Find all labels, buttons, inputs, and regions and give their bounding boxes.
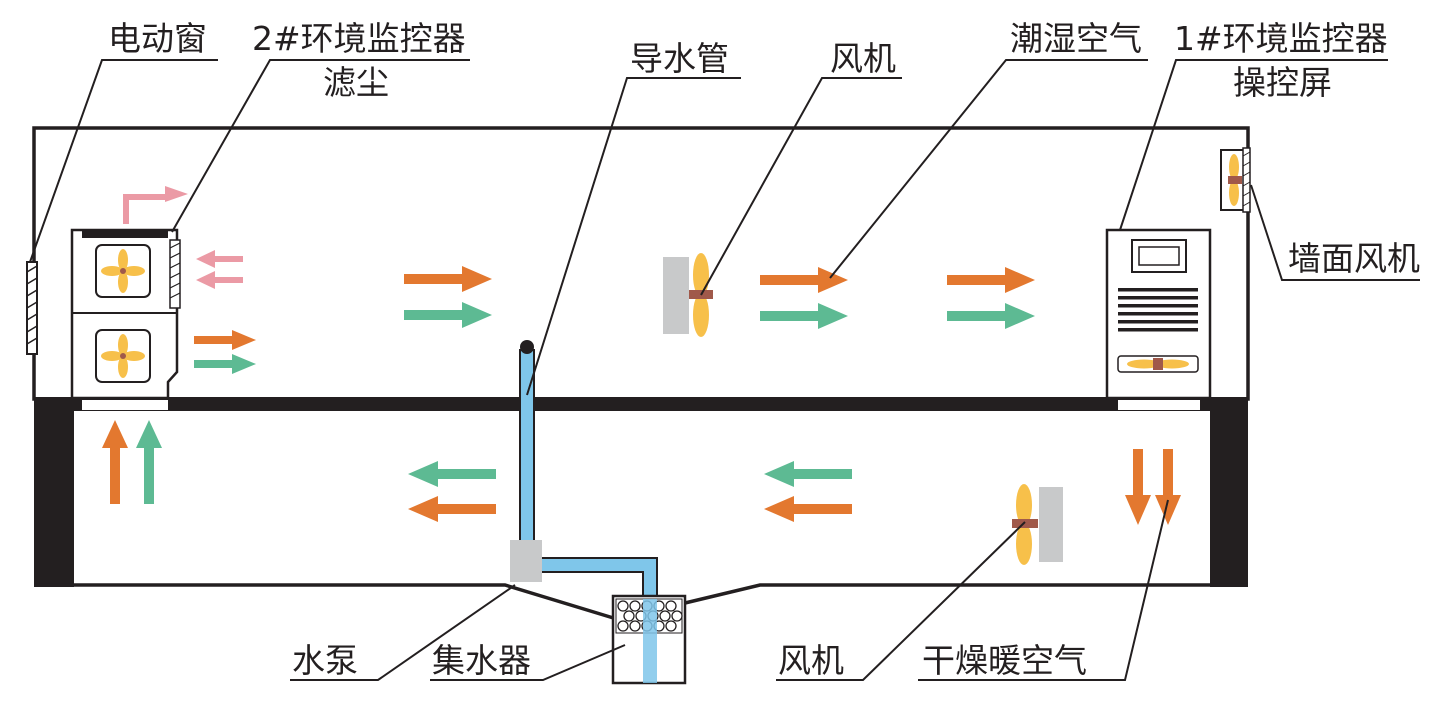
orange-arrow-upper-2 — [760, 267, 848, 293]
orange-arrow-lower-1 — [408, 496, 496, 522]
airflow-arrows — [102, 186, 1181, 525]
monitor-2-fan-lower — [95, 329, 151, 383]
orange-arrow-up — [102, 420, 128, 504]
leader-lines — [29, 59, 1420, 681]
label-fan-bottom: 风机 — [778, 641, 844, 680]
upper-fan — [663, 253, 713, 337]
pink-intake-arrow-1 — [196, 250, 243, 268]
label-water-pump: 水泵 — [292, 641, 358, 680]
label-monitor1-line2: 操控屏 — [1233, 63, 1332, 102]
green-arrow-upper-3 — [947, 303, 1035, 329]
orange-arrow-down-2 — [1155, 449, 1181, 525]
monitor-1-fan — [1117, 355, 1199, 373]
power-window — [26, 261, 38, 355]
lower-fan — [1012, 484, 1063, 565]
label-humid-air: 潮湿空气 — [1010, 19, 1142, 58]
orange-small-arrow — [194, 330, 256, 350]
vent-grille — [1118, 288, 1198, 332]
water-pump — [510, 540, 542, 582]
floor-divider — [34, 397, 1248, 411]
orange-arrow-upper-1 — [404, 266, 492, 292]
green-arrow-upper-1 — [404, 302, 492, 328]
green-arrow-up — [136, 420, 162, 504]
green-arrow-lower-1 — [408, 461, 496, 487]
monitor-1-unit — [1105, 228, 1212, 400]
orange-arrow-lower-2 — [764, 496, 852, 522]
label-dry-warm-air: 干燥暖空气 — [922, 641, 1087, 680]
control-screen — [1131, 239, 1187, 273]
monitor-2-fan-upper — [95, 244, 151, 298]
label-power-window: 电动窗 — [108, 19, 207, 58]
label-monitor1-line1: 1#环境监控器 — [1174, 19, 1388, 58]
label-drain-pipe: 导水管 — [630, 39, 729, 78]
label-monitor2-line1: 2#环境监控器 — [252, 19, 466, 58]
label-monitor2-line2: 滤尘 — [323, 63, 389, 102]
wall-fan — [1220, 147, 1251, 213]
label-fan-top: 风机 — [830, 39, 896, 78]
pink-intake-arrow-2 — [196, 271, 243, 289]
green-small-arrow — [194, 354, 256, 374]
label-water-collector: 集水器 — [432, 641, 531, 680]
water-collector — [611, 594, 687, 685]
green-arrow-lower-2 — [764, 461, 852, 487]
orange-arrow-down-1 — [1125, 449, 1151, 525]
lower-chamber — [34, 397, 1248, 622]
orange-arrow-upper-3 — [947, 267, 1035, 293]
monitor-2-unit — [70, 228, 181, 400]
labels: 电动窗 2#环境监控器 滤尘 导水管 风机 潮湿空气 1#环境监控器 操控屏 墙… — [108, 19, 1420, 680]
pink-exhaust-arrow — [123, 186, 188, 224]
upper-room — [32, 126, 1250, 401]
label-wall-fan: 墙面风机 — [1288, 239, 1420, 278]
green-arrow-upper-2 — [760, 303, 848, 329]
